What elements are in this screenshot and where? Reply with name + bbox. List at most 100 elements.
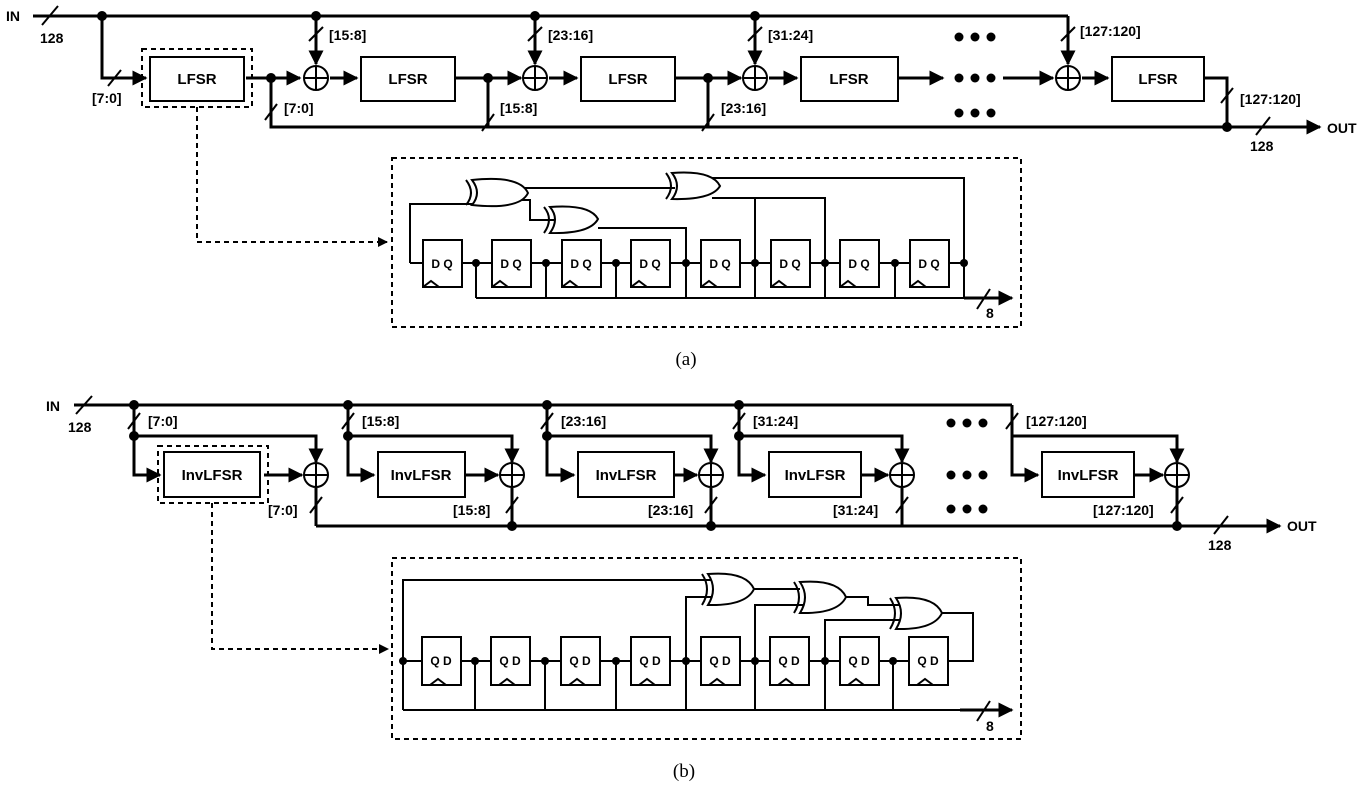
lfsr-block <box>1111 56 1205 102</box>
ff-label: Q D <box>709 654 731 668</box>
slice-label: [31:24] <box>753 413 798 429</box>
invlfsr-label: InvLFSR <box>182 467 243 484</box>
detail-frame-a <box>141 48 253 108</box>
slice-label: [23:16] <box>548 27 593 43</box>
lfsr-block <box>149 56 245 102</box>
ff-label: D Q <box>918 257 939 271</box>
slice-label: [15:8] <box>329 27 366 43</box>
wire-b <box>547 434 719 464</box>
slice-label: [15:8] <box>500 100 537 116</box>
wire-b <box>545 405 576 483</box>
ff-label: D Q <box>779 257 800 271</box>
ff-label: Q D <box>430 654 452 668</box>
ff-label: D Q <box>639 257 660 271</box>
figure-a: LFSR LFSR LFSR LFSR LFSR IN 128 [7:0] [1… <box>6 5 1357 370</box>
input-width-label: 128 <box>68 419 92 435</box>
slice-label: [127:120] <box>1080 23 1141 39</box>
ff-label: Q D <box>917 654 939 668</box>
bus-width-tick <box>976 288 991 310</box>
wire-b <box>346 405 376 483</box>
detail-dots-b <box>399 657 897 665</box>
input-label: IN <box>6 8 20 24</box>
lfsr-block <box>580 56 676 102</box>
ff-label: Q D <box>848 654 870 668</box>
figure-b: InvLFSR InvLFSR InvLFSR InvLFSR InvLFSR … <box>46 395 1317 782</box>
slice-label: [127:120] <box>1093 502 1154 518</box>
wire-a <box>1204 76 1229 127</box>
slice-label: [31:24] <box>833 502 878 518</box>
wire-b <box>1010 405 1040 483</box>
bus-width-ticks-b <box>75 395 1229 535</box>
slice-label: [7:0] <box>92 90 122 106</box>
ff-label: Q D <box>499 654 521 668</box>
lfsr-label: LFSR <box>608 71 647 88</box>
invlfsr-label: InvLFSR <box>596 467 657 484</box>
invlfsr-label: InvLFSR <box>391 467 452 484</box>
slice-label: [23:16] <box>561 413 606 429</box>
detail-box-a <box>391 157 1022 328</box>
invlfsr-block <box>163 451 261 498</box>
detail-bus-width: 8 <box>986 718 994 734</box>
slice-label: [23:16] <box>648 502 693 518</box>
slice-label: [127:120] <box>1026 413 1087 429</box>
ff-label: Q D <box>569 654 591 668</box>
detail-pointer-a <box>196 107 388 247</box>
slice-label: [7:0] <box>284 100 314 116</box>
detail-bus-width: 8 <box>986 305 994 321</box>
ellipsis-dots-a <box>954 32 996 118</box>
ff-label: D Q <box>500 257 521 271</box>
output-width-label: 128 <box>1250 138 1274 154</box>
ff-label: D Q <box>848 257 869 271</box>
caption-a: (a) <box>675 349 696 370</box>
wire-b <box>737 405 767 483</box>
wire-b <box>1012 434 1185 464</box>
lfsr-label: LFSR <box>829 71 868 88</box>
ff-label: D Q <box>709 257 730 271</box>
junction-dots-a <box>97 11 1232 132</box>
wire-b <box>134 434 324 464</box>
invlfsr-label: InvLFSR <box>1058 467 1119 484</box>
wire-b <box>348 434 520 464</box>
invlfsr-block <box>377 451 466 498</box>
lfsr-label: LFSR <box>388 71 427 88</box>
lfsr-block <box>800 56 899 102</box>
ff-label: Q D <box>639 654 661 668</box>
xor-symbols-a <box>303 65 1081 91</box>
slice-label: [7:0] <box>148 413 178 429</box>
flip-flop-chain-a: D Q D Q D Q D Q D Q D Q D Q D Q <box>422 239 950 288</box>
lfsr-label: LFSR <box>177 71 216 88</box>
slice-label: [127:120] <box>1240 91 1301 107</box>
invlfsr-block <box>1041 451 1135 498</box>
lfsr-label: LFSR <box>1138 71 1177 88</box>
slice-label: [7:0] <box>268 502 298 518</box>
input-width-label: 128 <box>40 30 64 46</box>
ff-label: Q D <box>778 654 800 668</box>
slice-label: [15:8] <box>453 502 490 518</box>
bus-width-ticks-a <box>41 5 1271 136</box>
invlfsr-block <box>768 451 862 498</box>
output-label: OUT <box>1287 518 1317 534</box>
caption-b: (b) <box>673 761 695 782</box>
ff-label: D Q <box>431 257 452 271</box>
invlfsr-block <box>577 451 675 498</box>
detail-wiring-b <box>402 572 1010 711</box>
bus-width-tick <box>976 700 991 722</box>
detail-frame-b <box>157 445 269 504</box>
slice-label: [15:8] <box>362 413 399 429</box>
ellipsis-dots-b <box>946 418 988 514</box>
xor-symbols-b <box>303 462 1190 488</box>
output-bus-a <box>269 78 1227 129</box>
input-label: IN <box>46 398 60 414</box>
ff-label: D Q <box>570 257 591 271</box>
output-width-label: 128 <box>1208 537 1232 553</box>
lfsr-block <box>360 56 456 102</box>
detail-pointer-b <box>211 503 389 654</box>
invlfsr-label: InvLFSR <box>785 467 846 484</box>
wire-b <box>739 434 910 464</box>
output-label: OUT <box>1327 120 1357 136</box>
wire-a <box>100 16 148 86</box>
wire-b <box>132 405 162 483</box>
slice-label: [31:24] <box>768 27 813 43</box>
detail-dots-a <box>472 259 968 267</box>
